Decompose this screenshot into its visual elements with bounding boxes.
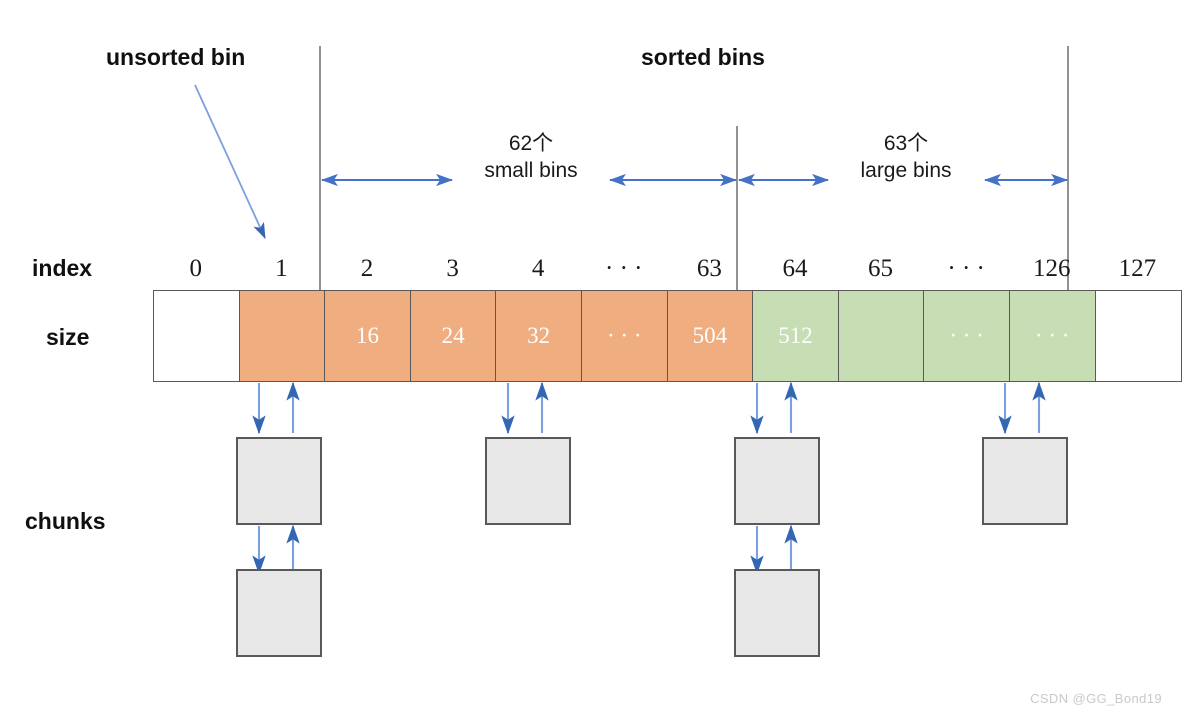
chunks-row-label: chunks [25, 508, 106, 534]
chunk-connector-bin-126 [998, 381, 1046, 435]
small-bins-span-annotation: 62个 small bins [458, 130, 604, 185]
small-bins-count: 62个 [508, 132, 554, 155]
chunk-box[interactable] [982, 437, 1068, 525]
bin-index-row: 0 1 2 3 4 · · · 63 64 65 · · · 126 127 [153, 252, 1180, 286]
bin-index-label: 3 [446, 255, 459, 282]
bin-cell[interactable]: · · · [581, 291, 668, 381]
bin-cell[interactable]: 512 [753, 291, 839, 381]
small-bins-name: small bins [484, 159, 578, 183]
bin-cell[interactable] [154, 291, 240, 381]
bin-index-label: 65 [868, 255, 894, 282]
bin-index-label: 127 [1118, 255, 1157, 282]
bin-cell[interactable]: 16 [325, 291, 411, 381]
large-bins-count: 63个 [883, 132, 929, 155]
bin-index-label: · · · [605, 255, 643, 282]
bin-index-label: 63 [696, 255, 722, 282]
sorted-bins-label: sorted bins [641, 44, 765, 70]
unsorted-bin-label: unsorted bin [106, 44, 246, 70]
bin-cell[interactable]: 504 [667, 291, 754, 381]
size-row-label: size [46, 324, 90, 350]
chunk-box[interactable] [734, 437, 820, 525]
index-row-label: index [32, 255, 93, 281]
bin-cell[interactable] [1095, 291, 1182, 381]
bin-index-label: 1 [275, 255, 288, 282]
bin-cell[interactable]: · · · [924, 291, 1010, 381]
large-bins-span-annotation: 63个 large bins [833, 130, 979, 185]
chunk-box[interactable] [236, 437, 322, 525]
large-bins-name: large bins [860, 159, 952, 183]
bin-index-label: 64 [782, 255, 808, 282]
chunk-connector-bin-4 [501, 381, 549, 435]
bin-index-label: · · · [947, 255, 985, 282]
bin-cell[interactable]: · · · [1009, 291, 1096, 381]
bin-cell[interactable]: 24 [410, 291, 497, 381]
chunk-box[interactable] [734, 569, 820, 657]
bin-cell[interactable] [239, 291, 326, 381]
bin-index-label: 2 [360, 255, 374, 282]
bin-index-label: 126 [1032, 255, 1071, 282]
chunk-box[interactable] [236, 569, 322, 657]
chunk-box[interactable] [485, 437, 571, 525]
bin-index-label: 0 [189, 255, 203, 282]
bin-cell[interactable] [838, 291, 925, 381]
bin-cell[interactable]: 32 [496, 291, 582, 381]
watermark: CSDN @GG_Bond19 [1030, 691, 1162, 706]
bin-index-label: 4 [531, 255, 545, 282]
unsorted-bin-pointer [194, 84, 266, 239]
